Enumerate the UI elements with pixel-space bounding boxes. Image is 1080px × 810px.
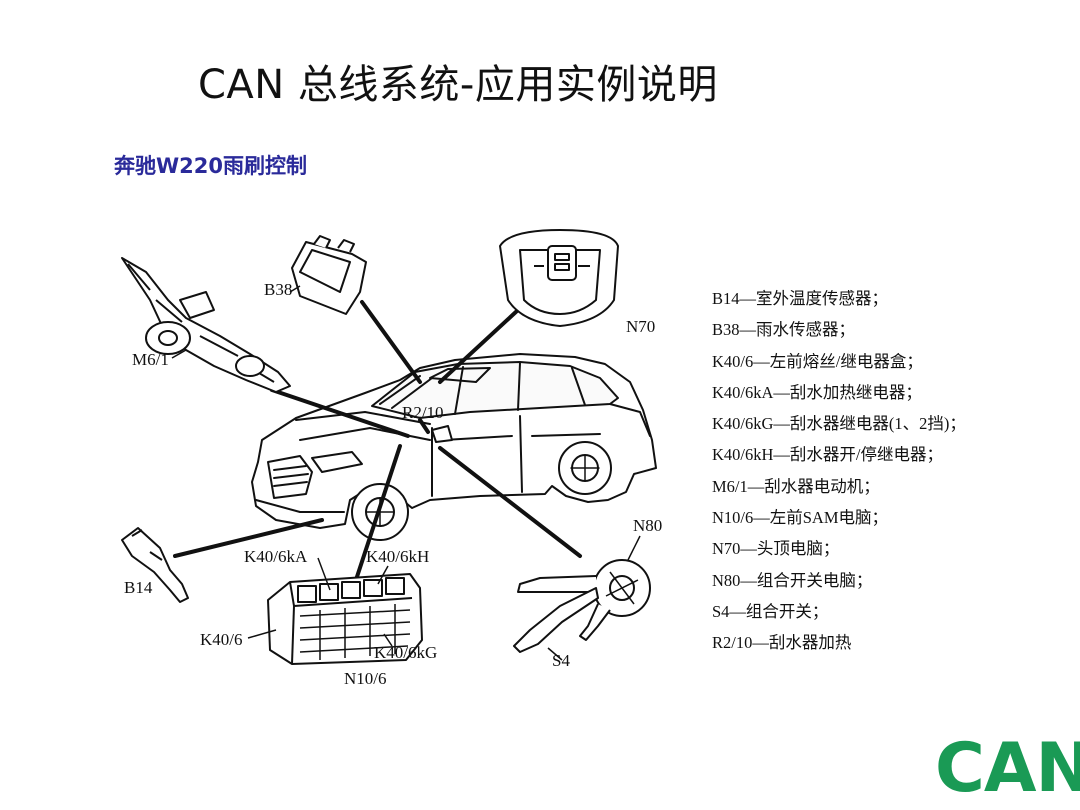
label-k40-6kg: K40/6kG: [374, 643, 437, 662]
overhead-control-component: [499, 229, 619, 327]
label-b14: B14: [124, 578, 153, 597]
diagram-labels: B38 N70 M6/1 R2/10 N80 K40/6kA K40/6kH B…: [124, 280, 662, 688]
legend-item: K40/6kA—刮水加热继电器；: [712, 382, 922, 402]
legend-item: R2/10—刮水器加热: [712, 633, 852, 653]
combination-switch-component: [513, 559, 651, 653]
legend-item: K40/6—左前熔丝/继电器盒；: [712, 351, 923, 371]
label-pointers: [171, 285, 641, 661]
label-b38: B38: [264, 280, 292, 299]
can-logo: CAN: [935, 729, 1080, 808]
legend-item: S4—组合开关；: [712, 601, 829, 621]
legend-item: B38—雨水传感器；: [712, 320, 856, 340]
legend-item: M6/1—刮水器电动机；: [712, 476, 880, 496]
wiper-motor-component: [121, 257, 291, 393]
leader-lines: [173, 300, 582, 594]
legend-item: N10/6—左前SAM电脑；: [712, 508, 889, 528]
label-m6-1: M6/1: [132, 350, 169, 369]
fuse-relay-box-component: [267, 573, 423, 665]
car-illustration: [251, 353, 657, 541]
component-legend: B14—室外温度传感器； B38—雨水传感器； K40/6—左前熔丝/继电器盒；…: [712, 288, 966, 664]
rain-sensor-component: [291, 235, 367, 315]
label-n70: N70: [626, 317, 655, 336]
temperature-sensor-component: [121, 527, 189, 603]
label-n80: N80: [633, 516, 662, 535]
slide-subtitle: 奔驰W220雨刷控制: [114, 154, 307, 178]
slide-title: CAN 总线系统-应用实例说明: [198, 62, 718, 108]
label-n10-6: N10/6: [344, 669, 387, 688]
label-r2-10: R2/10: [402, 403, 444, 422]
legend-item: B14—室外温度传感器；: [712, 289, 889, 308]
label-k40-6kh: K40/6kH: [366, 547, 429, 566]
legend-item: N80—组合开关电脑；: [712, 570, 873, 590]
legend-item: N70—头顶电脑；: [712, 539, 840, 559]
legend-item: K40/6kH—刮水器开/停继电器；: [712, 445, 943, 465]
label-k40-6: K40/6: [200, 630, 243, 649]
legend-item: K40/6kG—刮水器继电器(1、2挡)；: [712, 414, 966, 434]
label-k40-6ka: K40/6kA: [244, 547, 308, 566]
